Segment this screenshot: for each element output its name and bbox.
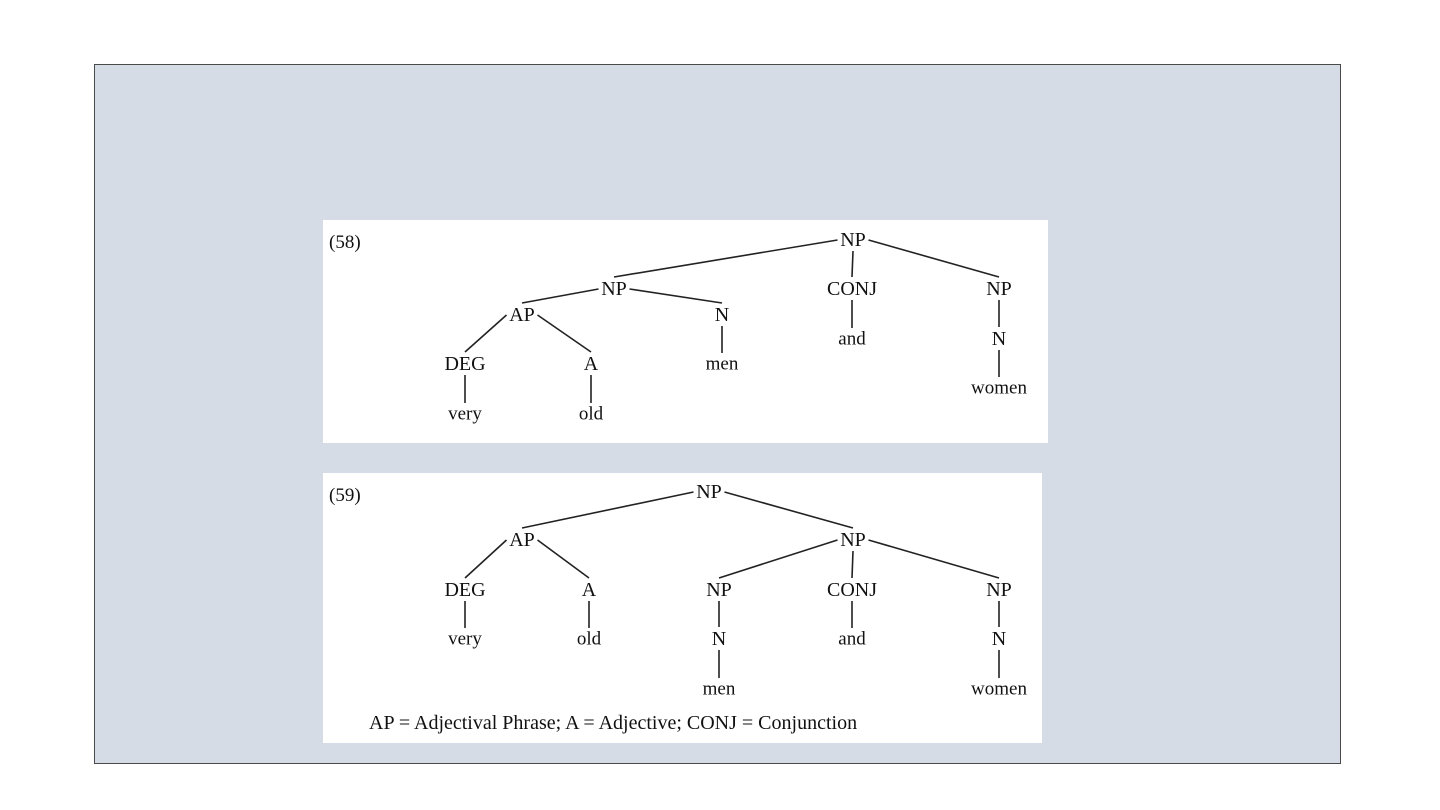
word-node-w_women: women	[971, 679, 1027, 700]
word-node-w_and: and	[838, 629, 866, 650]
category-node-conj: CONJ	[827, 579, 877, 601]
tree-edge-np_left-ap	[521, 288, 599, 304]
tree-edge-np_root-ap	[521, 491, 694, 529]
abbreviation-legend: AP = Adjectival Phrase; A = Adjective; C…	[369, 712, 858, 734]
category-node-deg: DEG	[444, 353, 485, 375]
category-node-deg: DEG	[444, 579, 485, 601]
category-node-np_coord: NP	[840, 529, 866, 551]
category-node-n_women: N	[992, 328, 1006, 350]
word-node-w_old: old	[579, 404, 604, 425]
tree-edge-ap-a	[537, 314, 592, 353]
tree-edge-np_root-np_right	[868, 239, 1000, 278]
tree-edge-np_root-np_coord	[724, 491, 854, 529]
word-node-w_very: very	[448, 404, 482, 425]
tree-edge-np_root-np_left	[613, 239, 838, 278]
category-node-n_women: N	[992, 628, 1006, 650]
tree-edge-ap-a	[537, 539, 590, 579]
tree-edge-np_coord-np_women	[868, 539, 1000, 579]
category-node-np_women: NP	[986, 579, 1012, 601]
category-node-ap: AP	[509, 529, 535, 551]
tree-edge-ap-deg	[464, 314, 508, 353]
word-node-w_women: women	[971, 378, 1027, 399]
example-number: (58)	[329, 232, 361, 253]
tree-edge-np_left-n_men	[629, 288, 723, 304]
tree-edge-np_coord-np_men	[718, 539, 838, 579]
category-node-np_root: NP	[696, 481, 722, 503]
word-node-w_old: old	[577, 629, 602, 650]
category-node-np_men: NP	[706, 579, 732, 601]
category-node-ap: AP	[509, 304, 535, 326]
category-node-np_left: NP	[601, 278, 627, 300]
tree-edge-np_root-conj	[851, 250, 854, 278]
category-node-np_root: NP	[840, 229, 866, 251]
tree-edge-ap-deg	[464, 539, 508, 579]
word-node-w_men: men	[703, 679, 736, 700]
category-node-n_men: N	[712, 628, 726, 650]
word-node-w_and: and	[838, 329, 866, 350]
category-node-conj: CONJ	[827, 278, 877, 300]
word-node-w_men: men	[706, 354, 739, 375]
category-node-np_right: NP	[986, 278, 1012, 300]
word-node-w_very: very	[448, 629, 482, 650]
category-node-n_men: N	[715, 304, 729, 326]
example-number: (59)	[329, 485, 361, 506]
category-node-a: A	[584, 353, 599, 375]
category-node-a: A	[582, 579, 597, 601]
tree-edge-np_coord-conj	[851, 550, 854, 579]
